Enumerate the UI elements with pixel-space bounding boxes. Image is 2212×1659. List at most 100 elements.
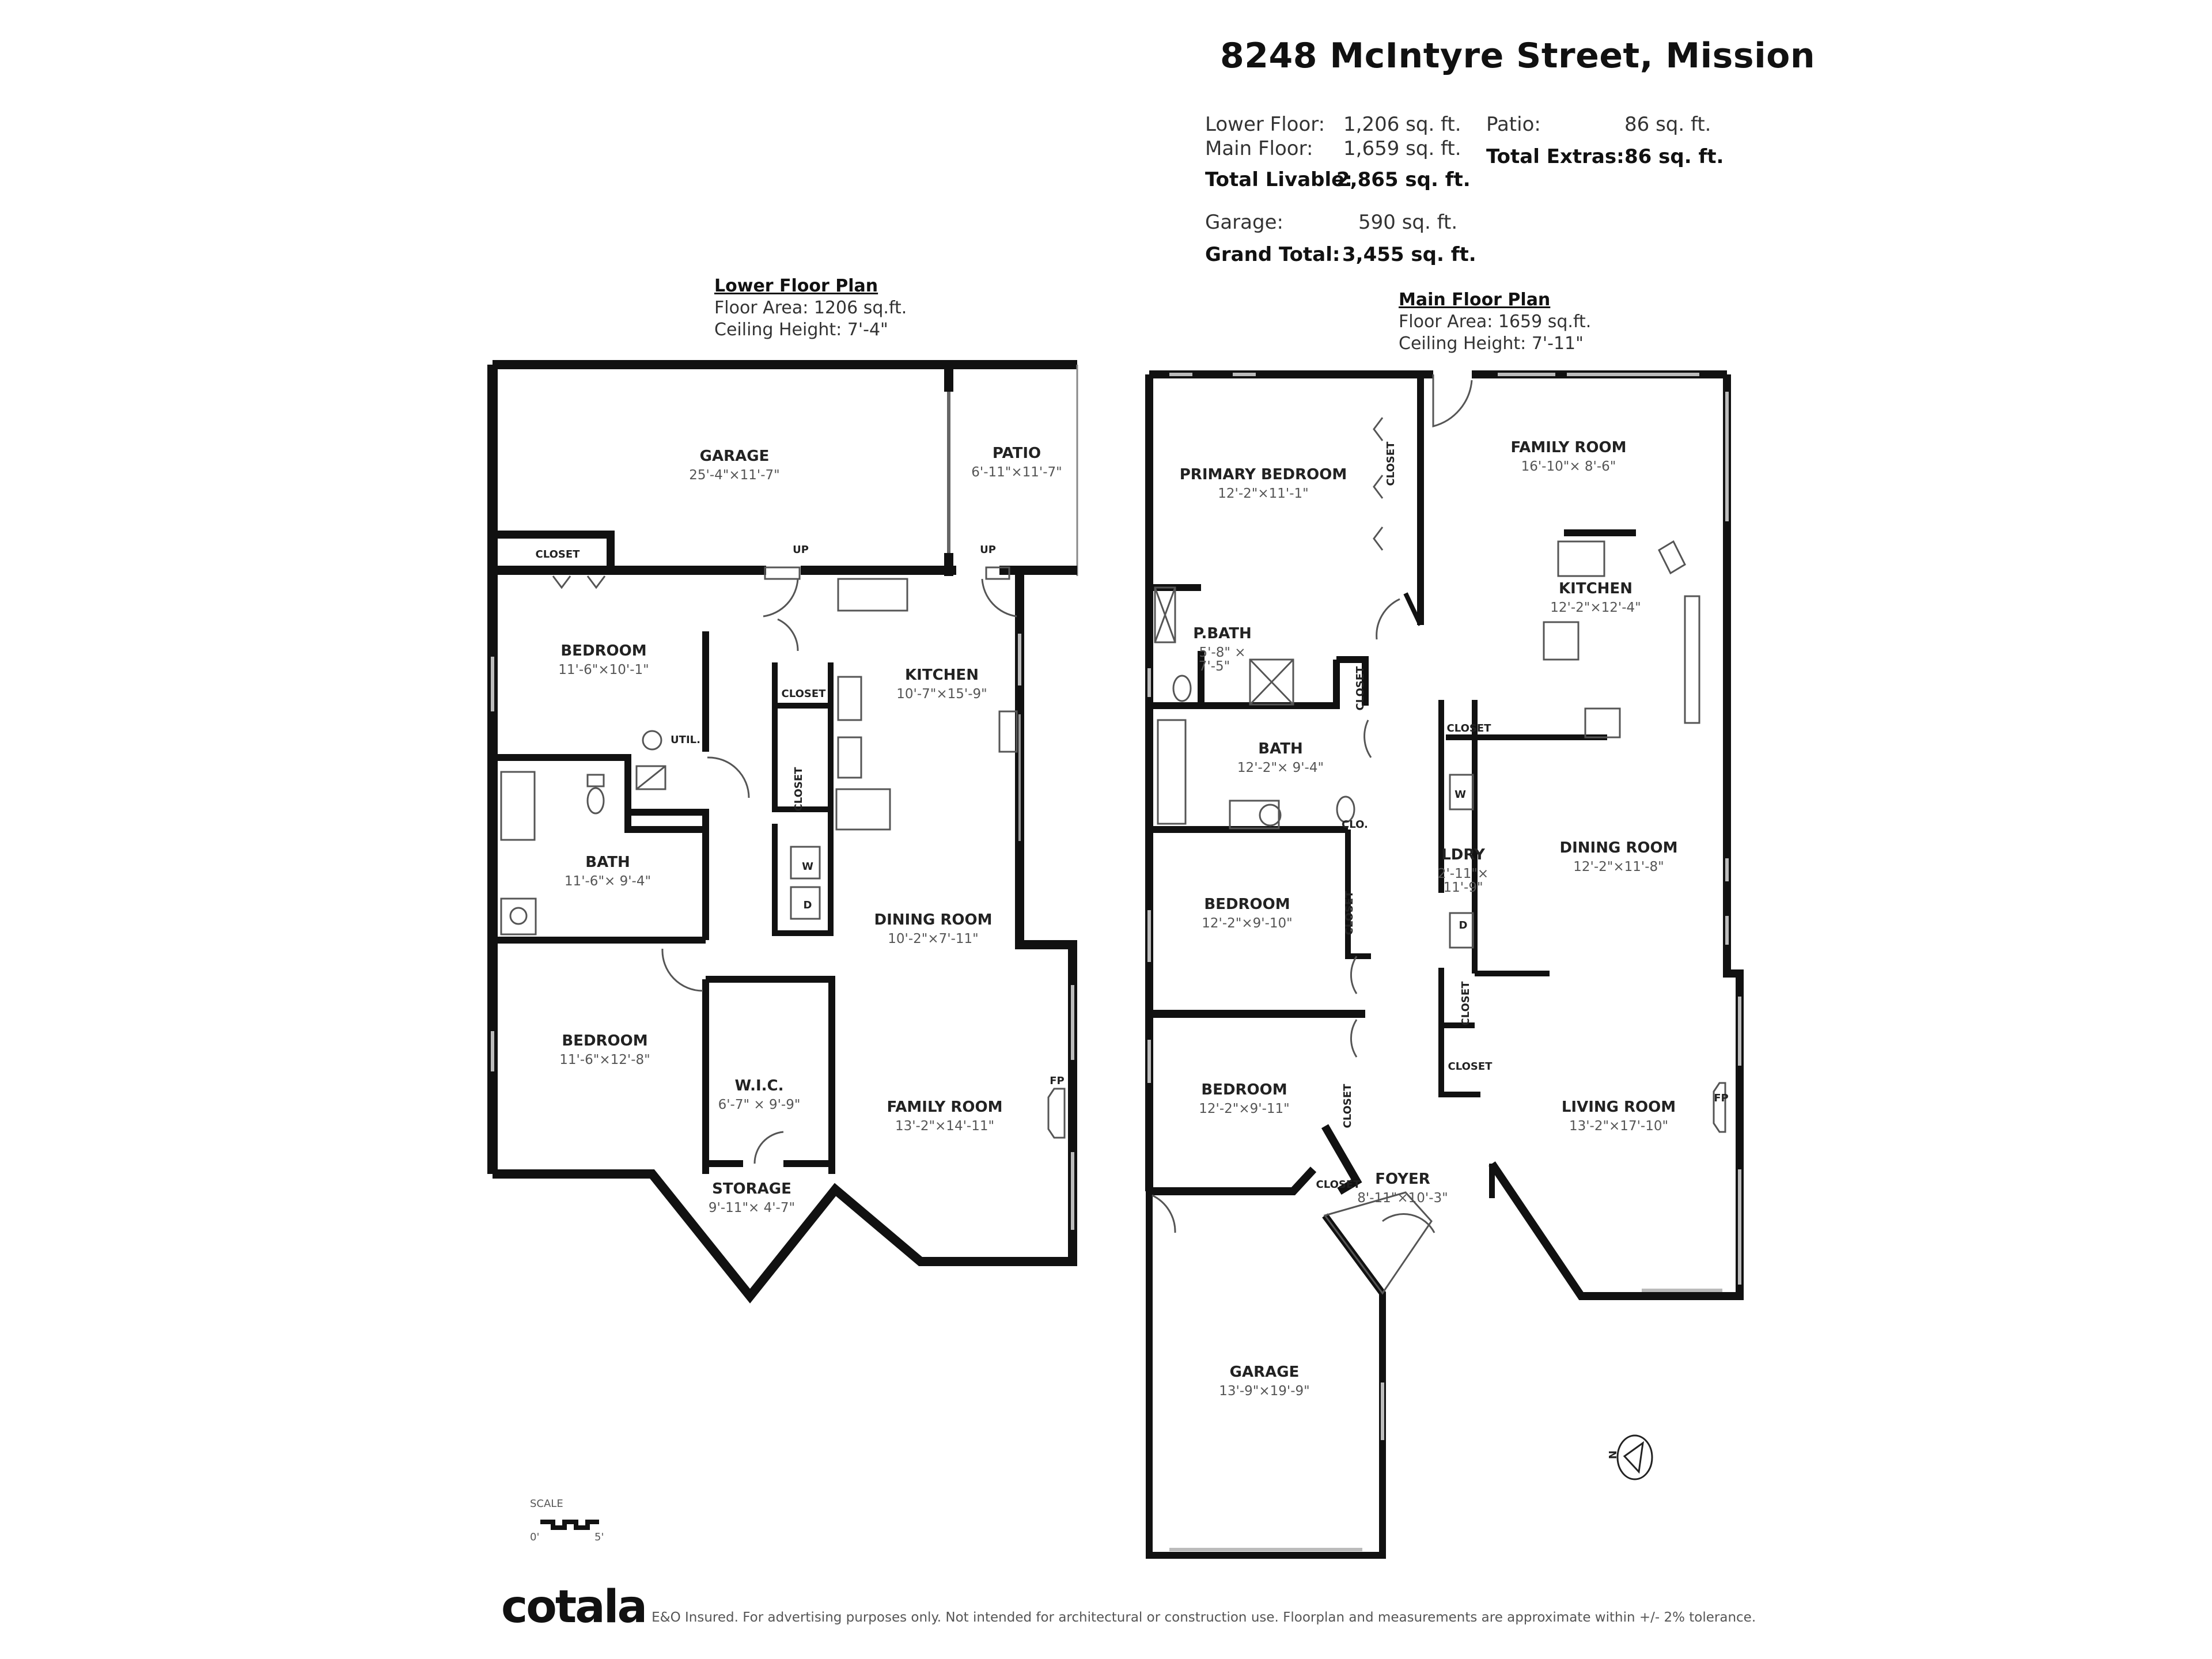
room-dimensions: 12'-2"×9'-11" [1199, 1101, 1289, 1116]
room-name: BATH [1258, 740, 1302, 757]
room-name: PRIMARY BEDROOM [1180, 466, 1347, 483]
summary-label: Lower Floor: [1205, 113, 1325, 136]
main-floor-windows [1147, 373, 1741, 1551]
room-dimensions: 13'-2"×14'-11" [895, 1119, 994, 1134]
lower-floor-room-labels: GARAGE25'-4"×11'-7"PATIO6'-11"×11'-7"BED… [558, 445, 1062, 1215]
room-dimensions: 11'-6"×12'-8" [559, 1052, 650, 1067]
small-label: CLOSET [793, 767, 805, 812]
small-label: FP [1050, 1075, 1065, 1087]
small-label: CLOSET [1342, 1084, 1354, 1128]
room-name: DINING ROOM [1560, 839, 1678, 857]
room-label: LDRY 2'-11"× [1438, 846, 1488, 881]
room-label: DINING ROOM 12'-2"×11'-8" [1560, 839, 1678, 874]
small-label: UP [980, 544, 996, 556]
small-label: CLOSET [782, 688, 827, 700]
room-name: KITCHEN [905, 666, 979, 684]
summary-label: Total Extras: [1486, 145, 1624, 168]
small-label: W [1455, 789, 1466, 801]
room-label: BEDROOM 11'-6"×10'-1" [558, 642, 649, 677]
room-dimensions: 12'-2"×11'-8" [1573, 859, 1664, 874]
lower-plan-title: Lower Floor Plan [714, 276, 878, 296]
small-label: CLOSET [1460, 981, 1472, 1026]
small-label: CLOSET [1385, 441, 1397, 486]
room-name: DINING ROOM [874, 911, 993, 929]
summary-value: 1,206 sq. ft. [1343, 113, 1461, 136]
summary-value: 3,455 sq. ft. [1342, 243, 1476, 266]
small-label: CLOSET [1343, 891, 1355, 935]
room-name: LIVING ROOM [1562, 1099, 1676, 1116]
small-label: D [1459, 919, 1468, 931]
small-label: W [802, 861, 813, 873]
small-label: CLOSET [536, 548, 581, 560]
north-compass-icon: N [1607, 1434, 1653, 1480]
small-label: D [804, 899, 812, 911]
room-dimensions: 11'-6"×10'-1" [558, 662, 649, 677]
room-name: KITCHEN [1559, 580, 1633, 597]
room-dimensions: 12'-2"×11'-1" [1218, 486, 1308, 501]
room-label: PRIMARY BEDROOM 12'-2"×11'-1" [1180, 466, 1347, 501]
room-name: BEDROOM [1204, 896, 1290, 913]
room-label: W.I.C. 6'-7" × 9'-9" [718, 1077, 801, 1112]
room-dimensions: 11'-9" [1443, 880, 1483, 895]
small-label: CLOSET [1448, 1060, 1493, 1073]
room-name: BEDROOM [1201, 1081, 1287, 1099]
room-name: LDRY [1441, 846, 1486, 863]
scale-end: 5' [594, 1531, 604, 1543]
main-floor-fixtures [1152, 374, 1726, 1295]
room-dimensions: 2'-11"× [1438, 866, 1488, 881]
main-floor-room-labels: PRIMARY BEDROOM 12'-2"×11'-1" FAMILY ROOM1… [1180, 439, 1678, 1399]
property-address-title: 8248 McIntyre Street, Mission [1220, 36, 1816, 76]
room-label: LIVING ROOM 13'-2"×17'-10" [1562, 1099, 1676, 1134]
room-name: BEDROOM [560, 642, 646, 660]
lower-plan-heading: Lower Floor Plan Floor Area: 1206 sq.ft.… [714, 275, 907, 341]
room-dimensions: 6'-7" × 9'-9" [718, 1097, 801, 1112]
room-dimensions: 13'-2"×17'-10" [1569, 1119, 1668, 1134]
room-label: BEDROOM 12'-2"×9'-10" [1202, 896, 1292, 931]
main-plan-floor-area: Floor Area: 1659 sq.ft. [1399, 312, 1592, 332]
summary-value: 590 sq. ft. [1358, 211, 1458, 234]
room-name: BATH [585, 854, 630, 871]
scale-start: 0' [530, 1531, 540, 1543]
summary-label: Total Livable: [1205, 168, 1353, 191]
summary-value: 2,865 sq. ft. [1336, 168, 1471, 191]
summary-label: Grand Total: [1205, 243, 1340, 266]
room-dimensions: 7'-5" [1199, 659, 1230, 674]
room-dimensions: 12'-2"×9'-10" [1202, 916, 1292, 931]
summary-value: 86 sq. ft. [1624, 113, 1711, 136]
cotala-logo: cotala [501, 1581, 647, 1633]
svg-text:N: N [1607, 1450, 1619, 1459]
room-label: BEDROOM 12'-2"×9'-11" [1199, 1081, 1289, 1116]
room-dimensions: 12'-2"× 9'-4" [1237, 760, 1324, 775]
room-name: GARAGE [700, 448, 770, 465]
lower-plan-floor-area: Floor Area: 1206 sq.ft. [714, 298, 907, 318]
lower-plan-ceiling-height: Ceiling Height: 7'-4" [714, 320, 888, 340]
room-name: P.BATH [1193, 625, 1252, 642]
room-dimensions: 5'-8" × [1199, 645, 1245, 660]
room-label: BATH 11'-6"× 9'-4" [565, 854, 651, 889]
room-dimensions: 9'-11"× 4'-7" [709, 1200, 795, 1215]
summary-label: Patio: [1486, 113, 1541, 136]
summary-value: 1,659 sq. ft. [1343, 137, 1461, 160]
disclaimer-text: E&O Insured. For advertising purposes on… [652, 1610, 1756, 1625]
small-label: CLOSET [1354, 666, 1366, 711]
small-label: UP [793, 544, 809, 556]
small-label: CLOSET [1447, 722, 1492, 734]
scale-label: SCALE [530, 1498, 563, 1510]
summary-label: Garage: [1205, 211, 1283, 234]
lower-floor-walls [487, 360, 1078, 1304]
room-dimensions: 12'-2"×12'-4" [1550, 600, 1641, 615]
room-label: KITCHEN 12'-2"×12'-4" [1550, 580, 1641, 615]
room-dimensions: 11'-6"× 9'-4" [565, 874, 651, 889]
room-name: W.I.C. [735, 1077, 784, 1094]
main-plan-title: Main Floor Plan [1399, 290, 1551, 310]
